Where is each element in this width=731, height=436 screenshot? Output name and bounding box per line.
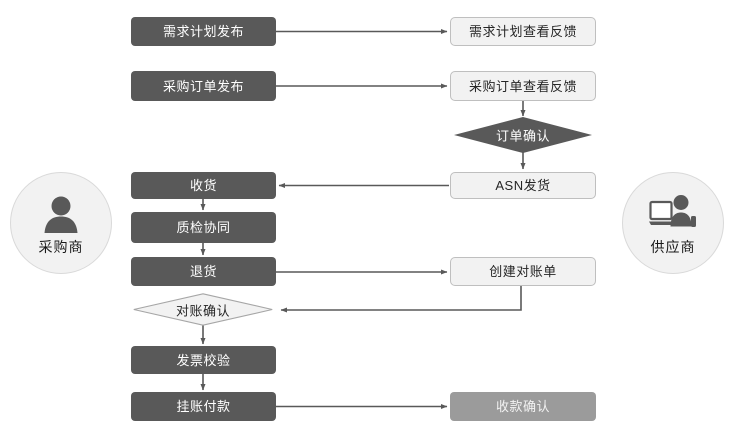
actor-buyer-label: 采购商 xyxy=(38,239,84,255)
person-icon xyxy=(35,189,87,235)
node-label: 创建对账单 xyxy=(489,264,557,279)
actor-supplier-label: 供应商 xyxy=(650,239,696,255)
node-label: 需求计划发布 xyxy=(162,24,244,39)
person-at-computer-icon xyxy=(647,189,699,235)
node-label: 挂账付款 xyxy=(176,399,231,414)
node-label: 采购订单查看反馈 xyxy=(468,78,577,94)
actor-buyer[interactable]: 采购商 xyxy=(10,172,112,274)
node-goods-receipt[interactable]: 收货 xyxy=(131,172,276,199)
node-receipt-confirm[interactable]: 收款确认 xyxy=(450,392,596,421)
node-po-feedback[interactable]: 采购订单查看反馈 xyxy=(450,71,596,101)
node-label: 质检协同 xyxy=(176,220,231,235)
node-create-statement[interactable]: 创建对账单 xyxy=(450,257,596,286)
node-label: 收货 xyxy=(189,178,217,193)
node-asn-shipment[interactable]: ASN发货 xyxy=(450,172,596,199)
node-po-publish[interactable]: 采购订单发布 xyxy=(131,71,276,101)
node-reconcile-confirm[interactable]: 对账确认 xyxy=(133,293,273,326)
edge-statement-to-reconcile xyxy=(280,286,522,313)
node-return-goods[interactable]: 退货 xyxy=(131,257,276,286)
node-label: 退货 xyxy=(189,264,217,279)
node-order-confirm[interactable]: 订单确认 xyxy=(454,117,592,153)
node-label: 采购订单发布 xyxy=(162,78,244,94)
node-label: ASN发货 xyxy=(495,178,551,193)
node-demand-plan-feedback[interactable]: 需求计划查看反馈 xyxy=(450,17,596,46)
node-label: 需求计划查看反馈 xyxy=(468,24,577,39)
node-label: 发票校验 xyxy=(176,352,231,368)
node-demand-plan-publish[interactable]: 需求计划发布 xyxy=(131,17,276,46)
node-label: 收款确认 xyxy=(495,399,550,414)
actor-supplier[interactable]: 供应商 xyxy=(622,172,724,274)
node-invoice-verify[interactable]: 发票校验 xyxy=(131,346,276,374)
node-payment-posting[interactable]: 挂账付款 xyxy=(131,392,276,421)
node-quality-check[interactable]: 质检协同 xyxy=(131,212,276,243)
